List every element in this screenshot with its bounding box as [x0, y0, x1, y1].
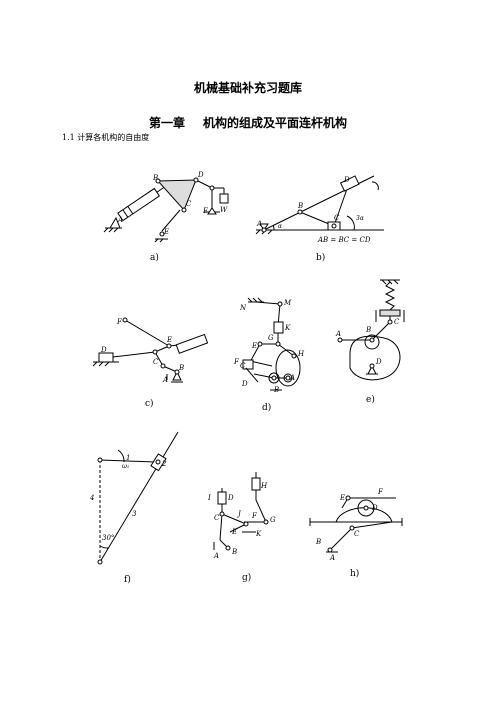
label-K: K	[284, 324, 291, 332]
figure-d: A B C D E F G H K M N d)	[233, 297, 305, 413]
label-F: F	[251, 512, 258, 520]
section-heading: 1.1 计算各机构的自由度	[62, 133, 150, 142]
caption-d: d)	[262, 402, 271, 413]
label-M: M	[283, 299, 292, 307]
figure-f: 1 2 3 4 ω₁ 30° f)	[89, 431, 179, 585]
link-2: 2	[161, 460, 167, 468]
figure-c: A B C D E F c)	[92, 317, 209, 409]
label-omega1: ω₁	[122, 463, 129, 470]
caption-a: a)	[150, 252, 159, 263]
label-C: C	[394, 318, 400, 326]
label-D: D	[227, 494, 234, 502]
label-C: C	[153, 358, 159, 366]
caption-c: c)	[145, 398, 154, 409]
label-A: A	[213, 552, 219, 560]
caption-g: g)	[242, 572, 251, 583]
label-D: D	[375, 358, 382, 366]
label-B: B	[365, 326, 371, 334]
label-30deg: 30°	[102, 534, 114, 542]
caption-f: f)	[124, 574, 131, 585]
label-A: A	[289, 374, 295, 382]
caption-b: b)	[316, 252, 325, 263]
caption-h: h)	[350, 568, 359, 579]
label-A: A	[335, 330, 341, 338]
label-C: C	[186, 200, 192, 208]
figure-e: A B C D e)	[335, 279, 405, 405]
label-A: A	[256, 220, 262, 228]
label-B: B	[315, 538, 321, 546]
label-F: F	[233, 358, 240, 366]
label-D: D	[100, 346, 107, 354]
label-J: J	[236, 510, 242, 518]
note-ab-bc-cd: AB = BC = CD	[317, 236, 371, 244]
label-D: D	[197, 171, 204, 179]
link-3: 3	[132, 510, 137, 518]
chapter-number: 第一章	[148, 116, 185, 130]
label-F: F	[377, 488, 384, 496]
label-B: B	[273, 386, 279, 394]
label-N: N	[239, 304, 247, 312]
figure-a: A B C D E F W a)	[103, 171, 229, 263]
label-B: B	[297, 202, 303, 210]
label-K: K	[255, 530, 262, 538]
label-E: E	[163, 228, 169, 236]
figure-b: A B C D α 3α AB = BC = CD b)	[255, 175, 384, 263]
label-C: C	[240, 362, 246, 370]
document-title: 机械基础补充习题库	[193, 81, 302, 95]
chapter-name: 机构的组成及平面连杆机构	[203, 116, 348, 130]
label-B: B	[231, 548, 237, 556]
label-I: I	[207, 494, 211, 502]
label-F: F	[116, 318, 123, 326]
figure-h: A B C D E F h)	[309, 488, 403, 579]
label-alpha: α	[278, 223, 282, 230]
label-G: G	[268, 334, 274, 342]
label-E: E	[339, 494, 345, 502]
link-4: 4	[89, 494, 94, 502]
label-H: H	[260, 482, 268, 490]
label-F: F	[202, 207, 209, 215]
caption-e: e)	[366, 394, 375, 405]
chapter-heading: 第一章 机构的组成及平面连杆机构	[0, 114, 496, 131]
label-G: G	[270, 516, 276, 524]
label-E: E	[251, 342, 257, 350]
label-B: B	[152, 174, 158, 182]
label-H: H	[297, 350, 305, 358]
label-W: W	[220, 206, 228, 214]
label-E: E	[231, 528, 237, 536]
label-E: E	[166, 336, 172, 344]
link-1: 1	[126, 454, 130, 462]
label-C: C	[354, 530, 360, 538]
label-C: C	[334, 214, 340, 222]
label-C: C	[214, 514, 220, 522]
label-B: B	[178, 364, 184, 372]
label-3alpha: 3α	[356, 215, 364, 222]
label-A: A	[162, 376, 168, 384]
label-D: D	[371, 504, 378, 512]
label-A: A	[117, 216, 123, 224]
label-D: D	[343, 176, 350, 184]
figure-g: A B C D E F G H I J K g)	[207, 472, 276, 583]
label-A: A	[329, 554, 335, 562]
label-D: D	[241, 380, 248, 388]
